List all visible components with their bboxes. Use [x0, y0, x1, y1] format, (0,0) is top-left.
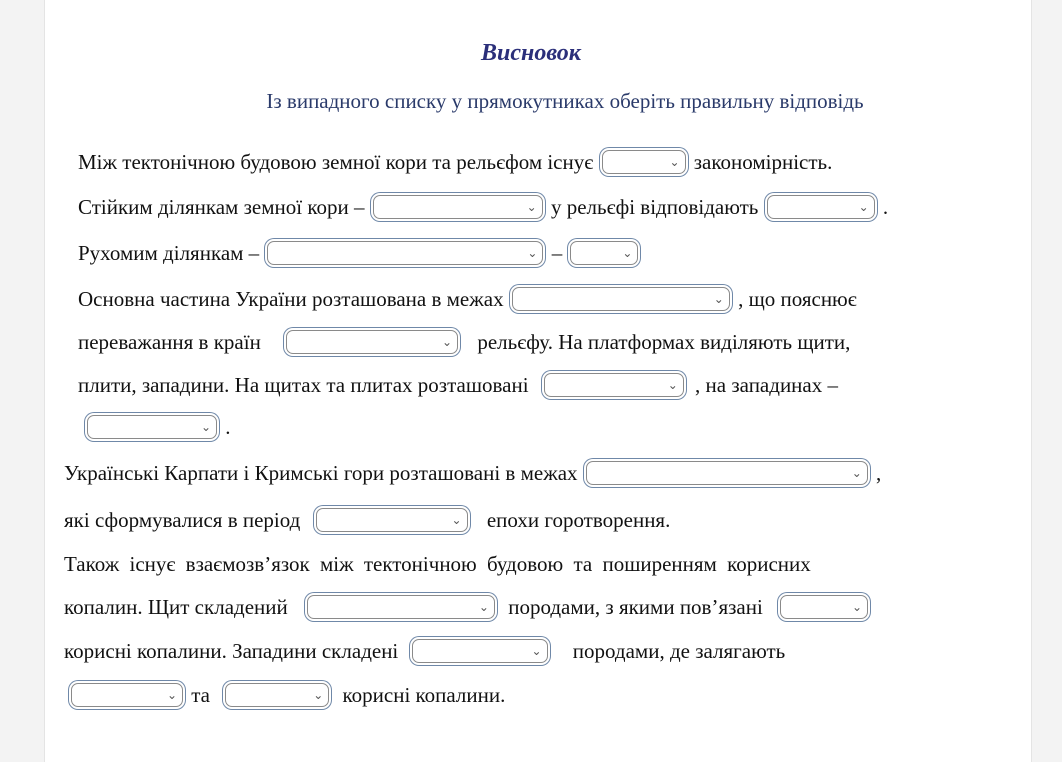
- text-line: плити, западини. На щитах та плитах розт…: [78, 373, 838, 398]
- chevron-down-icon: ⌄: [451, 513, 462, 528]
- text-line: Українські Карпати і Кримські гори розта…: [64, 461, 882, 486]
- answer-dropdown[interactable]: ⌄: [543, 373, 684, 398]
- chevron-down-icon: ⌄: [442, 335, 453, 350]
- answer-dropdown[interactable]: ⌄: [225, 683, 330, 708]
- chevron-down-icon: ⌄: [667, 378, 678, 393]
- answer-dropdown[interactable]: ⌄: [585, 461, 868, 486]
- answer-dropdown[interactable]: ⌄: [766, 195, 875, 220]
- answer-dropdown[interactable]: ⌄: [306, 595, 495, 620]
- text-line: які сформувалися в період ⌄ епохи горотв…: [64, 508, 671, 533]
- chevron-down-icon: ⌄: [313, 688, 324, 703]
- text-line: ⌄ .: [84, 410, 231, 440]
- chevron-down-icon: ⌄: [669, 155, 680, 170]
- instructions: Із випадного списку у прямокутниках обер…: [266, 89, 864, 113]
- text-line: Основна частина України розташована в ме…: [78, 287, 857, 312]
- text-line: копалин. Щит складений ⌄ породами, з яки…: [64, 590, 871, 620]
- chevron-down-icon: ⌄: [526, 200, 537, 215]
- answer-dropdown[interactable]: ⌄: [315, 508, 468, 533]
- chevron-down-icon: ⌄: [713, 292, 724, 307]
- text-line: Між тектонічною будовою земної кори та р…: [78, 150, 833, 175]
- chevron-down-icon: ⌄: [527, 246, 538, 261]
- text-line: переважання в країн ⌄ рельєфу. На платфо…: [78, 330, 851, 355]
- chevron-down-icon: ⌄: [478, 600, 489, 615]
- chevron-down-icon: ⌄: [200, 420, 211, 435]
- chevron-down-icon: ⌄: [851, 466, 862, 481]
- answer-dropdown[interactable]: ⌄: [286, 330, 459, 355]
- answer-dropdown[interactable]: ⌄: [780, 595, 869, 620]
- text-line: Рухомим ділянкам – ⌄ – ⌄: [78, 236, 641, 266]
- chevron-down-icon: ⌄: [852, 600, 863, 615]
- chevron-down-icon: ⌄: [622, 246, 633, 261]
- answer-dropdown[interactable]: ⌄: [511, 287, 730, 312]
- answer-dropdown[interactable]: ⌄: [87, 415, 217, 440]
- answer-dropdown[interactable]: ⌄: [71, 683, 183, 708]
- text-line: Також існує взаємозв’язок між тектонічно…: [64, 552, 811, 577]
- page-title: Висновок: [481, 40, 581, 66]
- answer-dropdown[interactable]: ⌄: [601, 150, 686, 175]
- text-line: Стійким ділянкам земної кори – ⌄ у рельє…: [78, 195, 889, 220]
- chevron-down-icon: ⌄: [531, 644, 542, 659]
- answer-dropdown[interactable]: ⌄: [570, 241, 639, 266]
- worksheet-page: [44, 0, 1032, 762]
- answer-dropdown[interactable]: ⌄: [267, 241, 544, 266]
- text-line: ⌄ та ⌄ корисні копалини.: [68, 678, 505, 708]
- chevron-down-icon: ⌄: [858, 200, 869, 215]
- text-line: корисні копалини. Западини складені ⌄ по…: [64, 639, 786, 664]
- answer-dropdown[interactable]: ⌄: [411, 639, 548, 664]
- chevron-down-icon: ⌄: [166, 688, 177, 703]
- answer-dropdown[interactable]: ⌄: [372, 195, 543, 220]
